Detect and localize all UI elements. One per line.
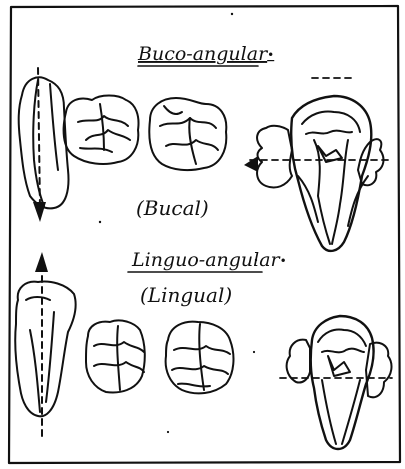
linguo-angular-text: Linguo-angular <box>131 249 282 271</box>
page-border <box>9 6 400 463</box>
tooth-section-bottom <box>287 316 392 449</box>
tooth-occlusal-top-2 <box>149 98 226 170</box>
tooth-occlusal-bottom-2 <box>166 322 234 394</box>
tooth-section-top <box>257 96 383 251</box>
arrow-down-icon <box>33 202 46 222</box>
buco-angular-dot: • <box>267 48 274 62</box>
speck-4 <box>253 351 255 353</box>
tooth-occlusal-top-1 <box>64 96 139 165</box>
buco-angular-text: Buco-angular <box>137 43 269 65</box>
lingual-label: (Lingual) <box>140 283 232 307</box>
buco-angular-title: Buco-angular• <box>137 43 274 65</box>
tooth-side-view-top <box>19 77 69 208</box>
arrow-left-icon <box>244 156 258 172</box>
bucal-label: (Bucal) <box>136 196 209 220</box>
linguo-angular-dot: • <box>280 254 287 268</box>
arrow-up-icon <box>35 252 48 272</box>
tooth-side-view-bottom <box>15 282 75 417</box>
speck-5 <box>167 431 169 433</box>
tooth-occlusal-bottom-1 <box>86 320 145 392</box>
linguo-angular-title: Linguo-angular• <box>131 249 287 271</box>
speck-1 <box>231 13 233 15</box>
speck-2 <box>99 221 101 223</box>
speck-3 <box>255 259 257 261</box>
